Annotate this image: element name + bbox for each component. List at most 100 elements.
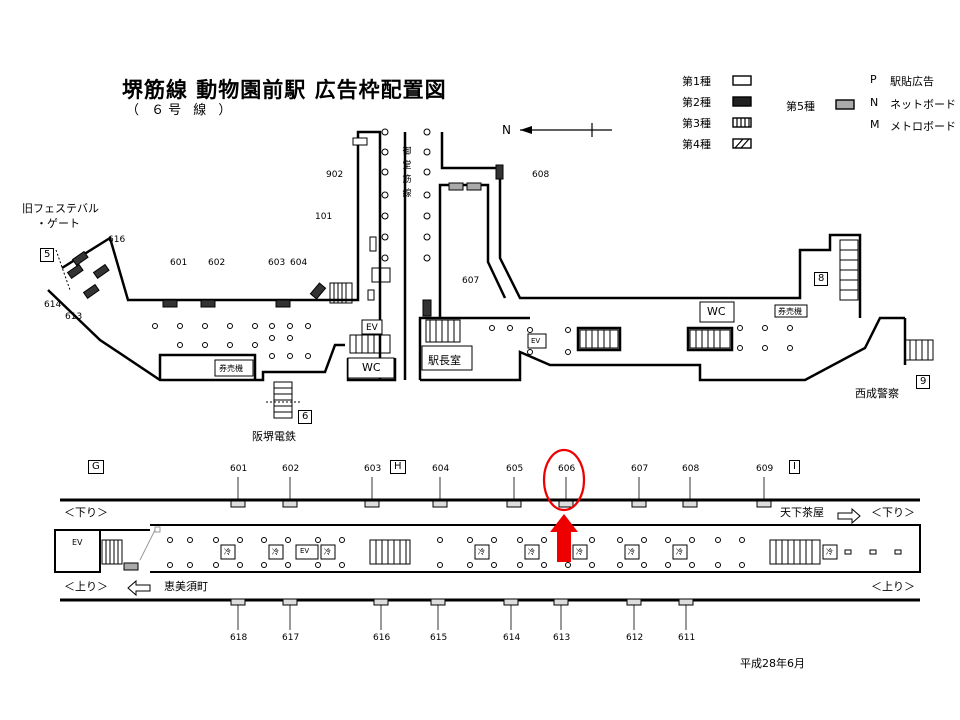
platform-column — [237, 562, 243, 568]
ebisucho-label: 恵美須町 — [164, 580, 208, 593]
ad-number-603: 603 — [364, 464, 382, 474]
midosuji-label: 御堂筋線 — [402, 147, 412, 199]
platform-column — [665, 537, 671, 543]
cooler-label: 冷 — [224, 548, 231, 556]
label-614-upper: 614 — [44, 300, 62, 310]
cooler-label: 冷 — [676, 548, 683, 556]
platform-column — [261, 562, 267, 568]
north-arrow-icon — [520, 123, 612, 137]
label-616-upper: 616 — [108, 235, 126, 245]
ad-number-609: 609 — [756, 464, 774, 474]
platform-column — [467, 562, 473, 568]
arrow-left-icon — [127, 579, 151, 597]
ad-panel-611 — [678, 598, 694, 606]
label-603-upper: 603 — [268, 258, 286, 268]
up-label-right: ＜上り＞ — [871, 580, 915, 593]
platform-column — [491, 537, 497, 543]
cooler-box — [220, 544, 236, 560]
cooler-box — [822, 544, 838, 560]
ad-panel-605 — [506, 500, 522, 508]
ad-panel-604 — [432, 500, 448, 508]
platform-column — [641, 537, 647, 543]
ad-panel-615 — [430, 598, 446, 606]
platform-column — [541, 562, 547, 568]
tengachaya-label: 天下茶屋 — [780, 506, 824, 519]
platform-column — [187, 537, 193, 543]
highlight-606 — [542, 448, 586, 512]
platform-column — [517, 537, 523, 543]
platform-column — [187, 562, 193, 568]
cooler-box — [474, 544, 490, 560]
platform-column — [689, 562, 695, 568]
exit-6-badge: 6 — [298, 410, 313, 424]
ad-number-605: 605 — [506, 464, 524, 474]
ad-panel-608 — [682, 500, 698, 508]
legend-type5-label: 第5種 — [786, 100, 815, 113]
wc-label-left: WC — [362, 361, 381, 374]
legend-type4-label: 第4種 — [682, 138, 711, 151]
platform-column — [491, 562, 497, 568]
ad-panel-617 — [282, 598, 298, 606]
marker-i: I — [789, 460, 800, 474]
ad-number-615: 615 — [430, 633, 448, 643]
marker-h: H — [390, 460, 406, 474]
legend-code-p: P — [870, 73, 877, 86]
cooler-label: 冷 — [628, 548, 635, 556]
station-office-label: 駅長室 — [428, 354, 461, 367]
platform-ev-box — [295, 544, 319, 560]
ticket-machine-left: 券売機 — [219, 364, 243, 373]
cooler-box — [624, 544, 640, 560]
ad-number-613: 613 — [553, 633, 571, 643]
cooler-box — [524, 544, 540, 560]
north-label: N — [502, 123, 511, 137]
platform-stairs — [101, 526, 902, 571]
ad-panel-607 — [631, 500, 647, 508]
platform-column — [285, 562, 291, 568]
cooler-box — [268, 544, 284, 560]
upper-boxes — [214, 301, 808, 379]
upper-columns — [152, 128, 793, 359]
platform-column — [715, 537, 721, 543]
ad-number-604: 604 — [432, 464, 450, 474]
platform-column — [437, 562, 443, 568]
upper-stairs — [273, 239, 934, 419]
ad-number-611: 611 — [678, 633, 696, 643]
down-label-right: ＜下り＞ — [871, 506, 915, 519]
platform-column — [285, 537, 291, 543]
label-602-upper: 602 — [208, 258, 226, 268]
platform-column — [617, 562, 623, 568]
hankai-label: 阪堺電鉄 — [252, 430, 296, 443]
legend-type1-label: 第1種 — [682, 75, 711, 88]
platform-column — [541, 537, 547, 543]
platform-column — [467, 537, 473, 543]
platform-column — [617, 537, 623, 543]
ticket-machine-right: 券売機 — [778, 307, 802, 316]
platform-column — [589, 537, 595, 543]
up-label-left: ＜上り＞ — [64, 580, 108, 593]
legend-type3-symbol — [732, 117, 752, 128]
label-601-upper: 601 — [170, 258, 188, 268]
exit-8-badge: 8 — [814, 272, 829, 286]
legend-code-m: M — [870, 118, 880, 131]
ad-number-617: 617 — [282, 633, 300, 643]
cooler-box — [672, 544, 688, 560]
ad-panel-602 — [282, 500, 298, 508]
platform-walls — [54, 498, 921, 602]
platform-column — [589, 562, 595, 568]
platform-column — [739, 537, 745, 543]
upper-ad-panels — [66, 137, 504, 317]
legend-code-n: N — [870, 96, 879, 109]
cooler-label: 冷 — [324, 548, 331, 556]
marker-g: G — [88, 460, 104, 474]
ad-number-608: 608 — [682, 464, 700, 474]
ev-label-right: EV — [531, 337, 541, 345]
cooler-label: 冷 — [528, 548, 535, 556]
label-607-upper: 607 — [462, 276, 480, 286]
platform-column — [167, 537, 173, 543]
pointer-arrow-icon — [550, 514, 578, 562]
platform-column — [641, 562, 647, 568]
upper-type1-panels — [367, 236, 377, 301]
date-label: 平成28年6月 — [740, 657, 805, 670]
platform-column — [739, 562, 745, 568]
ad-number-618: 618 — [230, 633, 248, 643]
